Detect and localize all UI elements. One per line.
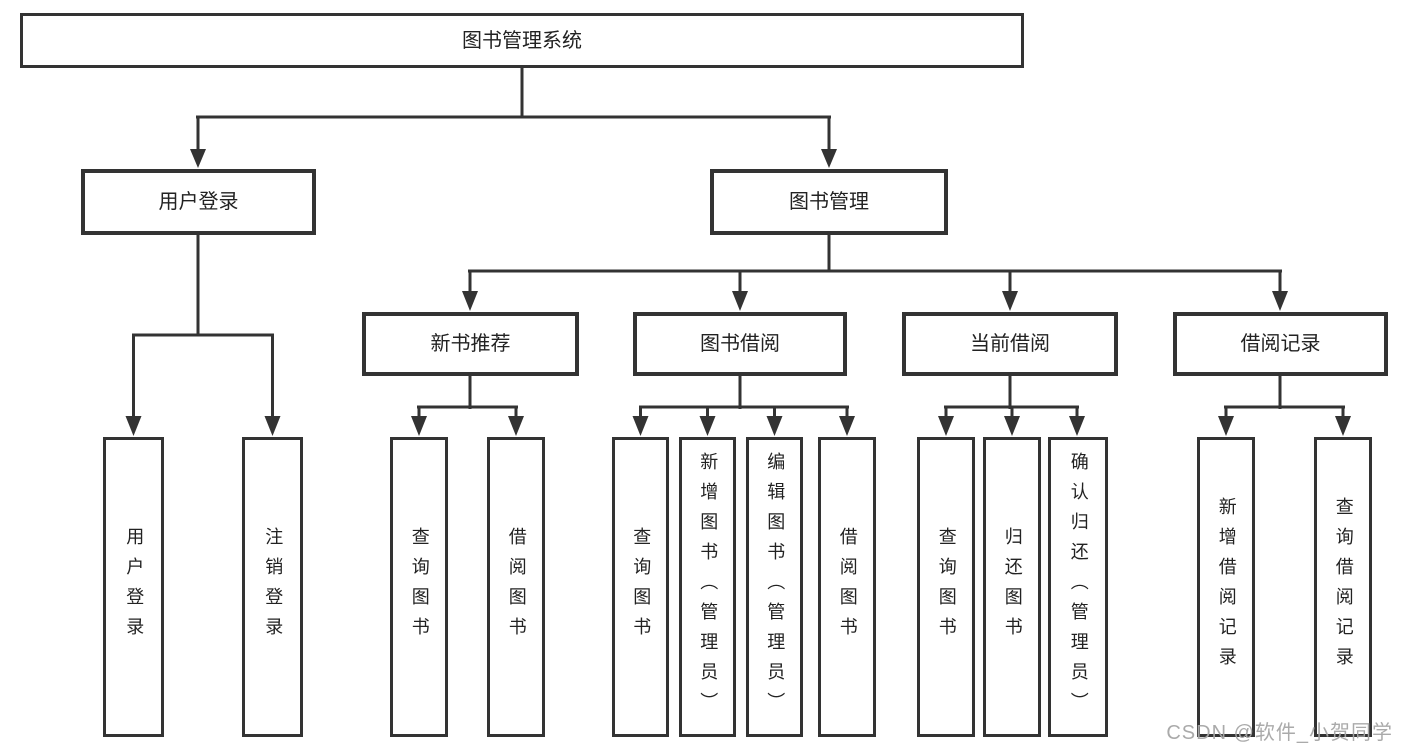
leaf-borrow-books-recommendation: 借阅图书 (487, 437, 545, 737)
connector-root (190, 68, 837, 168)
node-book-management: 图书管理 (710, 169, 948, 235)
node-root: 图书管理系统 (20, 13, 1024, 68)
watermark: CSDN @软件_小贺同学 (1166, 722, 1393, 744)
leaf-edit-book-admin: 编辑图书（管理员） (746, 437, 803, 737)
leaf-return-book: 归还图书 (983, 437, 1041, 737)
node-current-borrowing: 当前借阅 (902, 312, 1118, 376)
connector-user-login (125, 235, 281, 436)
leaf-query-books-borrowing: 查询图书 (612, 437, 669, 737)
connector-book-borrowing (632, 376, 855, 436)
leaf-query-books-recommendation: 查询图书 (390, 437, 448, 737)
node-new-book-recommendation: 新书推荐 (362, 312, 579, 376)
node-book-borrowing: 图书借阅 (633, 312, 847, 376)
leaf-add-book-admin: 新增图书（管理员） (679, 437, 736, 737)
leaf-query-books-current: 查询图书 (917, 437, 975, 737)
leaf-borrow-books-borrowing: 借阅图书 (818, 437, 876, 737)
leaf-user-login: 用户登录 (103, 437, 164, 737)
leaf-add-borrow-record: 新增借阅记录 (1197, 437, 1255, 737)
connector-book-management (462, 235, 1288, 311)
node-user-login: 用户登录 (81, 169, 316, 235)
leaf-logout: 注销登录 (242, 437, 303, 737)
connector-borrowing-records (1218, 376, 1351, 436)
leaf-confirm-return-admin: 确认归还（管理员） (1048, 437, 1108, 737)
node-borrowing-records: 借阅记录 (1173, 312, 1388, 376)
connector-current-borrowing (938, 376, 1085, 436)
leaf-query-borrow-record: 查询借阅记录 (1314, 437, 1372, 737)
connector-new-book-recommendation (411, 376, 524, 436)
